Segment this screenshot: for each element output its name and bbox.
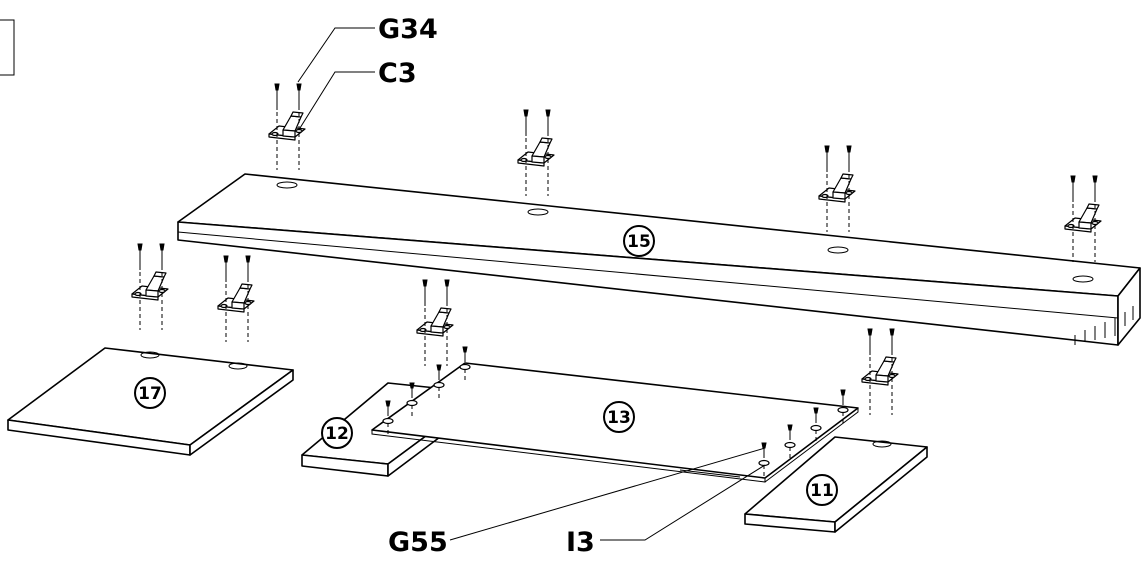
- hinge-17-a: [131, 243, 169, 331]
- hinge-15-d: [1064, 175, 1102, 263]
- callout-g55: G55: [388, 527, 448, 558]
- callout-leaders: [297, 27, 766, 541]
- callout-i3: I3: [566, 527, 595, 558]
- panel-15: [177, 173, 1141, 346]
- part-13-marker: 13: [603, 401, 635, 433]
- hinge-15-b: [517, 109, 555, 197]
- part-17-label: 17: [138, 384, 162, 404]
- hinge-12: [416, 279, 454, 367]
- hinge-11: [861, 328, 899, 416]
- part-11-label: 11: [810, 481, 834, 501]
- part-12-label: 12: [325, 424, 349, 444]
- part-11-marker: 11: [806, 474, 838, 506]
- part-17-marker: 17: [134, 377, 166, 409]
- hinge-17-b: [217, 255, 255, 343]
- panel-11: [744, 436, 928, 533]
- part-13-label: 13: [607, 408, 631, 428]
- part-15-marker: 15: [623, 225, 655, 257]
- part-12-marker: 12: [321, 417, 353, 449]
- frame-edge-mark: [0, 19, 15, 76]
- part-15-label: 15: [627, 232, 651, 252]
- hinge-15-c: [818, 145, 856, 233]
- hinge-15-a: [268, 83, 306, 171]
- callout-g34: G34: [378, 14, 438, 45]
- callout-c3: C3: [378, 58, 417, 89]
